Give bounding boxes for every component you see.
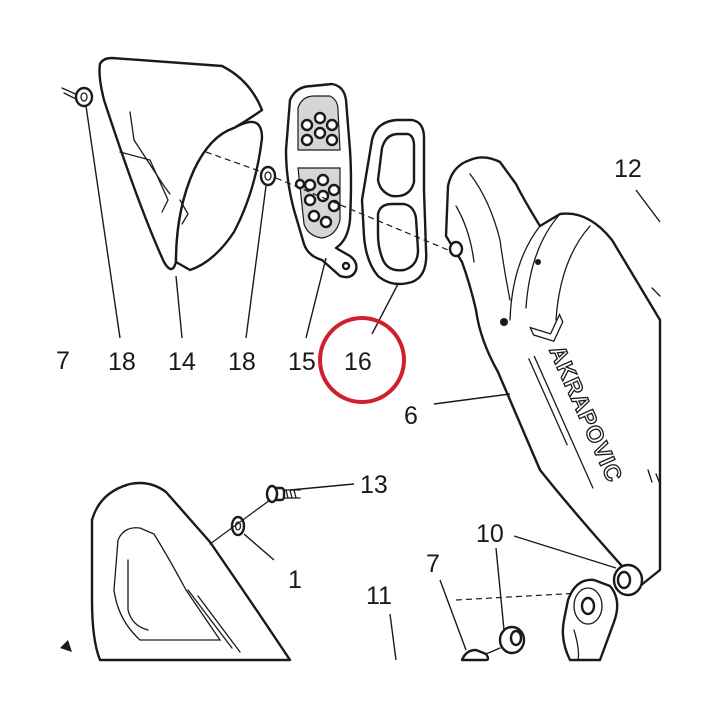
- leader-lines: [85, 105, 661, 661]
- mesh-plate-15: [284, 82, 358, 279]
- assembly-axis: [205, 151, 599, 601]
- callout-15: 15: [288, 348, 316, 376]
- callout-1: 1: [288, 566, 302, 594]
- callout-7-lower: 7: [426, 550, 440, 578]
- rubber-grommet-10-left: [498, 625, 526, 655]
- callout-16: 16: [344, 348, 372, 376]
- bolt-axis-line: [209, 499, 271, 545]
- callout-18-left: 18: [108, 348, 136, 376]
- bolt-13: [265, 484, 301, 504]
- mounting-bracket-11: [561, 578, 619, 662]
- screw-7-lower: [460, 647, 501, 662]
- callout-7-upper: 7: [56, 347, 70, 375]
- rubber-grommet-10-right: [612, 563, 644, 597]
- lower-heat-shield: [60, 481, 292, 662]
- heat-shield-cover-14: [98, 56, 264, 272]
- callout-10: 10: [476, 520, 504, 548]
- screw-7-upper: [61, 86, 94, 108]
- highlight-circle-16: [318, 316, 406, 404]
- callout-14: 14: [168, 348, 196, 376]
- callout-11: 11: [366, 582, 392, 610]
- silencer-6: [444, 156, 662, 588]
- washer-18-middle: [259, 165, 277, 187]
- callout-6: 6: [404, 402, 418, 430]
- callout-13: 13: [360, 471, 388, 499]
- gasket-16: [360, 118, 428, 286]
- callout-18-middle: 18: [228, 348, 256, 376]
- callout-12: 12: [614, 155, 642, 183]
